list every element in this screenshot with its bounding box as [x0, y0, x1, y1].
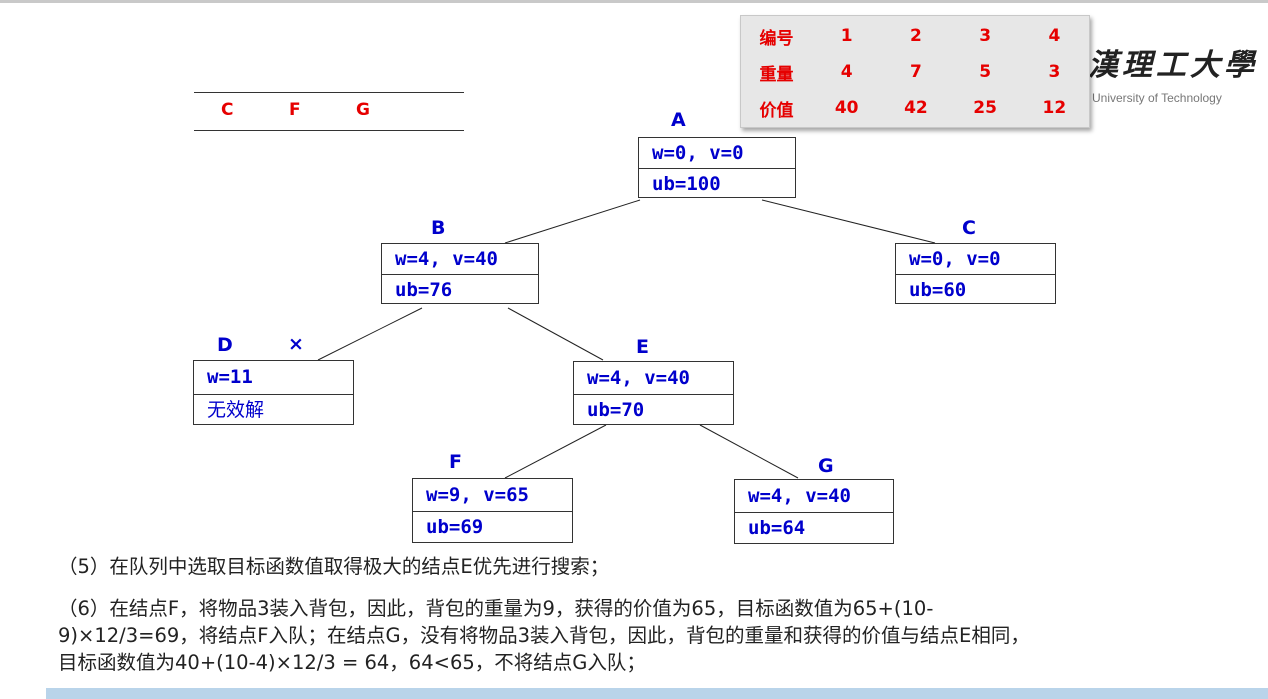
- table-cell: 3: [1048, 62, 1061, 82]
- university-logo-subtitle: University of Technology: [1092, 91, 1222, 105]
- node-d-state: w=11: [194, 361, 353, 395]
- node-b-label: B: [431, 217, 446, 239]
- node-d-result: 无效解: [207, 399, 265, 421]
- table-header-weight: 重量: [759, 64, 794, 85]
- university-logo: 漢理工大學: [1088, 48, 1258, 83]
- node-g-state: w=4, v=40: [735, 480, 893, 513]
- queue-item-g: G: [356, 100, 370, 120]
- edge-b-d: [317, 307, 423, 361]
- step5-text: （5）在队列中选取目标函数值取得极大的结点E优先进行搜索；: [58, 555, 610, 578]
- table-header-value: 价值: [759, 100, 794, 121]
- node-f-state: w=9, v=65: [413, 479, 572, 512]
- node-a-label: A: [671, 109, 686, 131]
- table-cell: 42: [904, 98, 928, 118]
- table-cell: 2: [909, 26, 922, 46]
- pruned-mark-icon: ×: [288, 333, 304, 355]
- table-cell: 3: [979, 26, 992, 46]
- table-cell: 40: [834, 98, 859, 118]
- item-table: 编号 1 2 3 4 重量 4 7 5 3 价值 40 42 25 12: [740, 15, 1090, 128]
- node-e-state: w=4, v=40: [574, 362, 733, 395]
- queue-item-c: C: [221, 100, 234, 120]
- table-row: 重量 4 7 5 3: [741, 54, 1089, 90]
- node-c: w=0, v=0 ub=60: [895, 243, 1056, 304]
- edge-b-e: [507, 307, 604, 361]
- node-a: w=0, v=0 ub=100: [638, 137, 796, 198]
- table-cell: 7: [909, 62, 922, 82]
- table-row: 价值 40 42 25 12: [741, 90, 1089, 126]
- node-c-state: w=0, v=0: [896, 244, 1055, 275]
- node-f: w=9, v=65 ub=69: [412, 478, 573, 543]
- edge-e-f: [504, 424, 607, 479]
- node-b-state: w=4, v=40: [382, 244, 538, 275]
- node-a-state: w=0, v=0: [639, 138, 795, 169]
- node-f-bound: ub=69: [426, 516, 484, 538]
- table-cell: 25: [973, 98, 997, 118]
- step6-text-line2: 9)×12/3=69，将结点F入队；在结点G，没有将物品3装入背包，因此，背包的…: [58, 624, 1030, 647]
- node-g-bound: ub=64: [748, 517, 806, 539]
- top-border: [0, 0, 1268, 3]
- bottom-bar: [46, 688, 1268, 699]
- node-c-bound: ub=60: [909, 279, 967, 301]
- table-cell: 1: [840, 26, 853, 46]
- node-b: w=4, v=40 ub=76: [381, 243, 539, 304]
- table-header-id: 编号: [759, 28, 794, 49]
- table-cell: 12: [1042, 98, 1067, 118]
- table-row: 编号 1 2 3 4: [741, 18, 1089, 54]
- table-cell: 5: [979, 62, 992, 82]
- queue-top-line: [194, 92, 464, 93]
- node-d-label: D: [217, 334, 233, 356]
- table-cell: 4: [1048, 26, 1061, 46]
- table-cell: 4: [840, 62, 853, 82]
- node-e-label: E: [636, 336, 649, 358]
- node-c-label: C: [962, 217, 976, 239]
- node-a-bound: ub=100: [652, 173, 721, 195]
- queue-item-f: F: [289, 100, 301, 120]
- node-b-bound: ub=76: [395, 279, 453, 301]
- node-f-label: F: [449, 451, 462, 473]
- node-g-label: G: [818, 455, 834, 477]
- step6-text-line1: （6）在结点F，将物品3装入背包，因此，背包的重量为9，获得的价值为65，目标函…: [58, 597, 934, 620]
- edge-a-b: [504, 199, 641, 244]
- edge-a-c: [761, 199, 936, 244]
- node-e: w=4, v=40 ub=70: [573, 361, 734, 425]
- node-e-bound: ub=70: [587, 399, 645, 421]
- queue-bottom-line: [194, 130, 464, 131]
- step6-text-line3: 目标函数值为40+(10-4)×12/3 = 64，64<65，不将结点G入队；: [58, 651, 646, 674]
- edge-e-g: [699, 424, 799, 479]
- node-d: w=11 无效解: [193, 360, 354, 425]
- node-g: w=4, v=40 ub=64: [734, 479, 894, 544]
